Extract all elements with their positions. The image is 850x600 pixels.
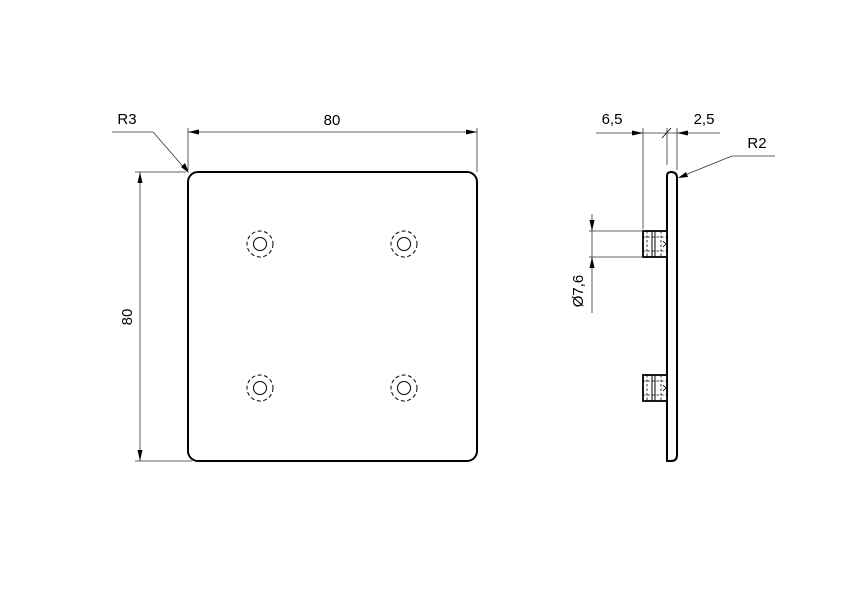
hole-bottom-right: [390, 374, 418, 402]
radius-r3-leader: R3: [112, 111, 189, 173]
thickness-dimensions: 6,5 2,5: [596, 111, 720, 229]
tick-mark: [661, 127, 672, 139]
height-dimension: 80: [119, 171, 192, 462]
diameter-label: Ø7,6: [570, 275, 587, 308]
arrowhead-icon: [137, 172, 143, 183]
lower-peg: [642, 374, 668, 402]
arrowhead-icon: [181, 163, 189, 173]
hole-top-right: [390, 230, 418, 258]
hole-bottom-left: [246, 374, 274, 402]
diameter-dimension: Ø7,6: [570, 214, 643, 313]
height-label: 80: [119, 309, 136, 326]
radius-r2-label: R2: [747, 135, 766, 152]
plate-thickness-label: 2,5: [694, 111, 715, 128]
arrowhead-icon: [188, 129, 199, 135]
radius-r3-label: R3: [117, 111, 136, 128]
arrowhead-icon: [632, 130, 643, 136]
radius-r2-leader: R2: [678, 135, 775, 178]
upper-peg: [642, 230, 668, 258]
front-view: 80 80 R3: [112, 111, 478, 462]
width-label: 80: [324, 112, 341, 129]
width-dimension: 80: [187, 112, 478, 172]
arrowhead-icon: [137, 450, 143, 461]
plate-outline: [187, 171, 478, 462]
arrowhead-icon: [589, 257, 595, 268]
arrowhead-icon: [677, 130, 688, 136]
arrowhead-icon: [678, 172, 688, 178]
arrowhead-icon: [589, 220, 595, 231]
peg-length-label: 6,5: [602, 111, 623, 128]
side-view: 6,5 2,5 R2 Ø7,6: [570, 111, 775, 462]
hole-top-left: [246, 230, 274, 258]
side-plate-outline: [666, 170, 678, 462]
arrowhead-icon: [466, 129, 477, 135]
